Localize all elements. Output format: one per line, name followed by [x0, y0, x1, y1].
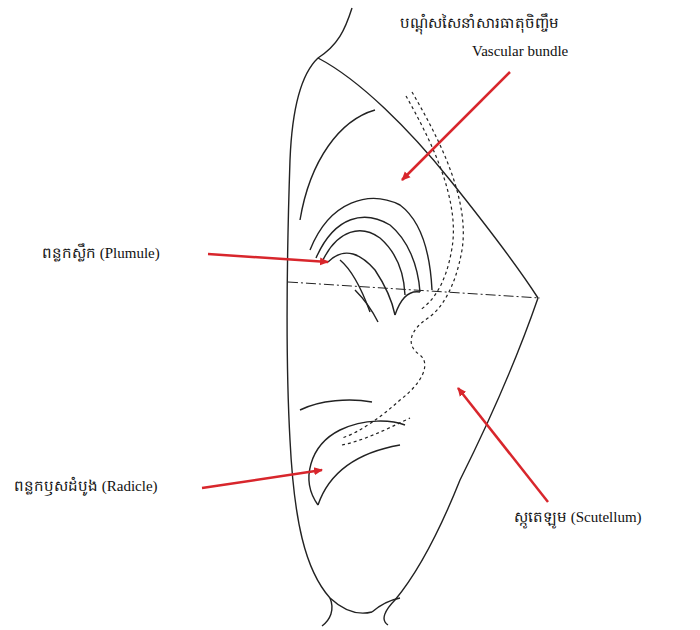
embryo-outline: [287, 8, 538, 626]
part-label: ស្កូតេឡូម (Scutellum): [512, 508, 644, 528]
part-label: ពន្លកឫសដំបូង (Radicle): [12, 477, 160, 497]
section-line: [288, 282, 540, 298]
khmer-label: បណ្តុំសសៃនាំសារធាតុចិញ្ចឹម: [398, 14, 561, 34]
leader-arrows: [202, 72, 548, 502]
part-label: ពន្លកស្លឹក (Plumule): [40, 244, 162, 264]
vascular-trace: [342, 92, 463, 445]
part-label: Vascular bundle: [470, 42, 570, 62]
